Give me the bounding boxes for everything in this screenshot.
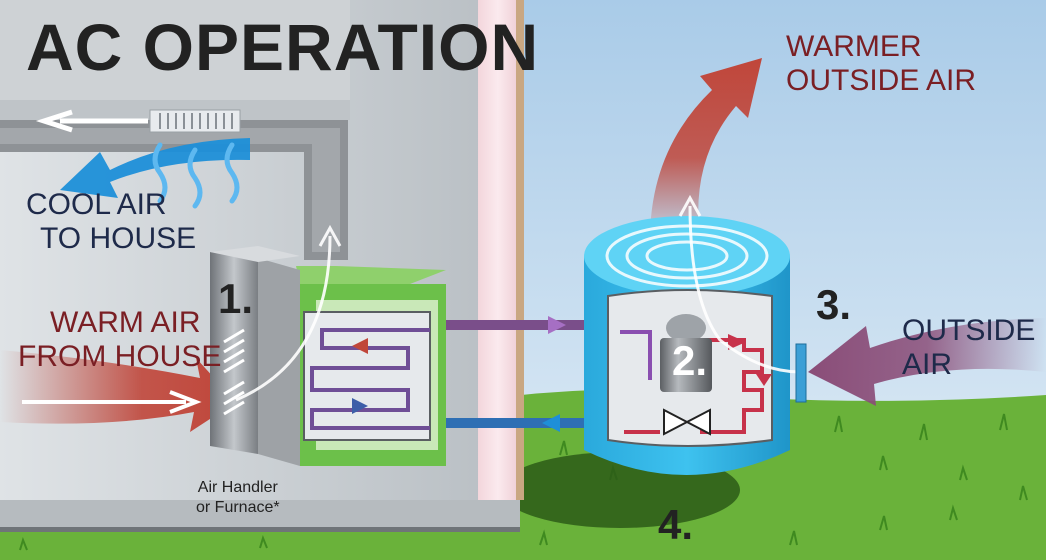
floor-slab <box>0 500 520 530</box>
expansion-valve-icon <box>663 408 711 436</box>
air-handler-top <box>210 246 300 262</box>
handler-airflow-arrow <box>235 224 342 402</box>
step-1-label: 1. <box>218 275 254 322</box>
unit-airflow-arrow <box>678 194 801 374</box>
condenser-side-vent <box>795 343 807 403</box>
cool-air-label: COOL AIR TO HOUSE <box>26 188 196 256</box>
fan-rings <box>605 224 769 288</box>
step-4-label: 4. <box>658 501 694 548</box>
upper-wall-panel <box>0 0 350 100</box>
duct-airflow-arrow <box>35 109 148 133</box>
liquid-line <box>446 418 586 428</box>
supply-duct-inner <box>0 128 340 252</box>
outdoor-coil-arrow1 <box>728 334 746 350</box>
vent-slats <box>159 113 233 129</box>
step-2-label: 2. <box>672 337 708 384</box>
air-handler-side <box>258 258 300 466</box>
wall-siding <box>516 0 524 500</box>
outdoor-coil-arrow2 <box>756 374 772 386</box>
coil-box-top <box>296 266 446 284</box>
diagram-title: AC OPERATION <box>26 10 540 84</box>
air-handler-caption: Air Handler or Furnace* <box>196 478 280 518</box>
warm-air-label-line2: FROM HOUSE <box>18 340 222 373</box>
compressor-cap <box>666 314 706 342</box>
suction-path <box>620 330 652 380</box>
indoor-coil <box>310 328 430 430</box>
compressor <box>660 338 712 392</box>
warmer-outside-air-label: WARMER OUTSIDE AIR <box>786 30 976 98</box>
warm-air-white-arrow <box>22 390 202 414</box>
warmer-label-line1: WARMER <box>786 30 922 63</box>
air-handler-caption-line2: or Furnace* <box>196 499 280 516</box>
coil-arrow-left <box>352 338 368 354</box>
condenser-top <box>584 216 790 296</box>
warm-air-label-line1: WARM AIR <box>50 306 201 339</box>
outside-air-label: OUTSIDE AIR <box>902 314 1035 382</box>
air-handler <box>210 252 258 454</box>
outside-air-arrow <box>808 318 1046 406</box>
cool-air-label-line1: COOL AIR <box>26 188 167 221</box>
suction-line <box>446 320 586 330</box>
suction-arrow <box>548 316 566 334</box>
liquid-arrow <box>542 414 560 432</box>
air-handler-caption-line1: Air Handler <box>197 479 278 496</box>
cool-air-label-line2: TO HOUSE <box>40 222 197 255</box>
step-3-label: 3. <box>816 281 852 328</box>
wall-insulation <box>478 0 518 500</box>
warmer-label-line2: OUTSIDE AIR <box>786 64 977 97</box>
warmer-air-arrow <box>650 58 762 240</box>
floor-edge <box>0 527 520 532</box>
cool-air-wisps <box>152 142 240 209</box>
outside-air-label-line1: OUTSIDE <box>902 314 1036 347</box>
warm-air-label: WARM AIR FROM HOUSE <box>18 306 221 374</box>
coil-window <box>303 311 431 441</box>
coil-arrow-right <box>352 398 368 414</box>
outside-air-label-line2: AIR <box>902 348 953 381</box>
warm-air-arrow <box>0 350 236 432</box>
ceiling-vent <box>149 109 241 133</box>
air-handler-louvers <box>223 328 245 416</box>
outdoor-coil <box>624 338 764 434</box>
